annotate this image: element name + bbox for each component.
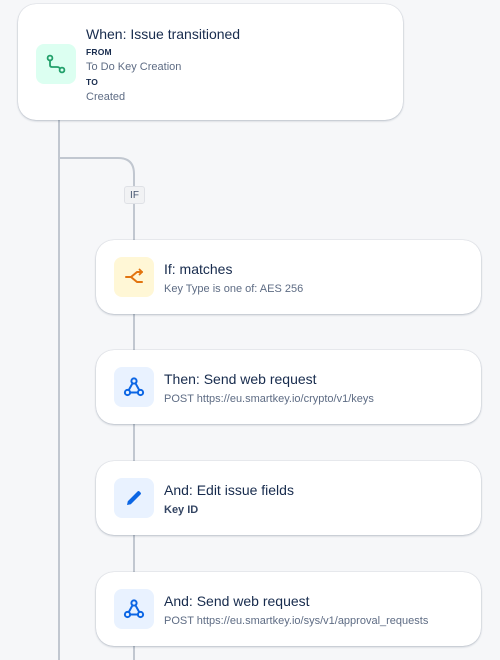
web-request-title-1: Then: Send web request [164,371,317,387]
condition-card[interactable]: If: matches Key Type is one of: AES 256 [96,240,481,314]
from-value: To Do Key Creation [86,61,182,73]
webhook-icon [114,367,154,407]
pencil-icon [114,478,154,518]
edit-fields-title: And: Edit issue fields [164,482,294,498]
trigger-card[interactable]: When: Issue transitioned FROM To Do Key … [18,4,403,120]
main-connector-line [58,120,60,660]
webhook-icon [114,589,154,629]
web-request-card-1[interactable]: Then: Send web request POST https://eu.s… [96,350,481,424]
condition-title: If: matches [164,261,233,277]
edit-fields-card[interactable]: And: Edit issue fields Key ID [96,461,481,535]
web-request-title-2: And: Send web request [164,593,310,609]
condition-icon [114,257,154,297]
to-value: Created [86,91,126,103]
if-badge-label: IF [130,189,139,201]
web-request-url-1: POST https://eu.smartkey.io/crypto/v1/ke… [164,393,374,405]
if-badge: IF [124,186,145,204]
trigger-title: When: Issue transitioned [86,26,241,42]
web-request-url-2: POST https://eu.smartkey.io/sys/v1/appro… [164,615,429,627]
to-label: TO [86,77,99,87]
from-label: FROM [86,47,112,57]
branch-connector [59,157,135,190]
edit-fields-subtitle: Key ID [164,504,199,516]
branch-connector-line [133,200,135,660]
branch-flow-icon [36,44,76,84]
web-request-card-2[interactable]: And: Send web request POST https://eu.sm… [96,572,481,646]
condition-subtitle: Key Type is one of: AES 256 [164,283,304,295]
